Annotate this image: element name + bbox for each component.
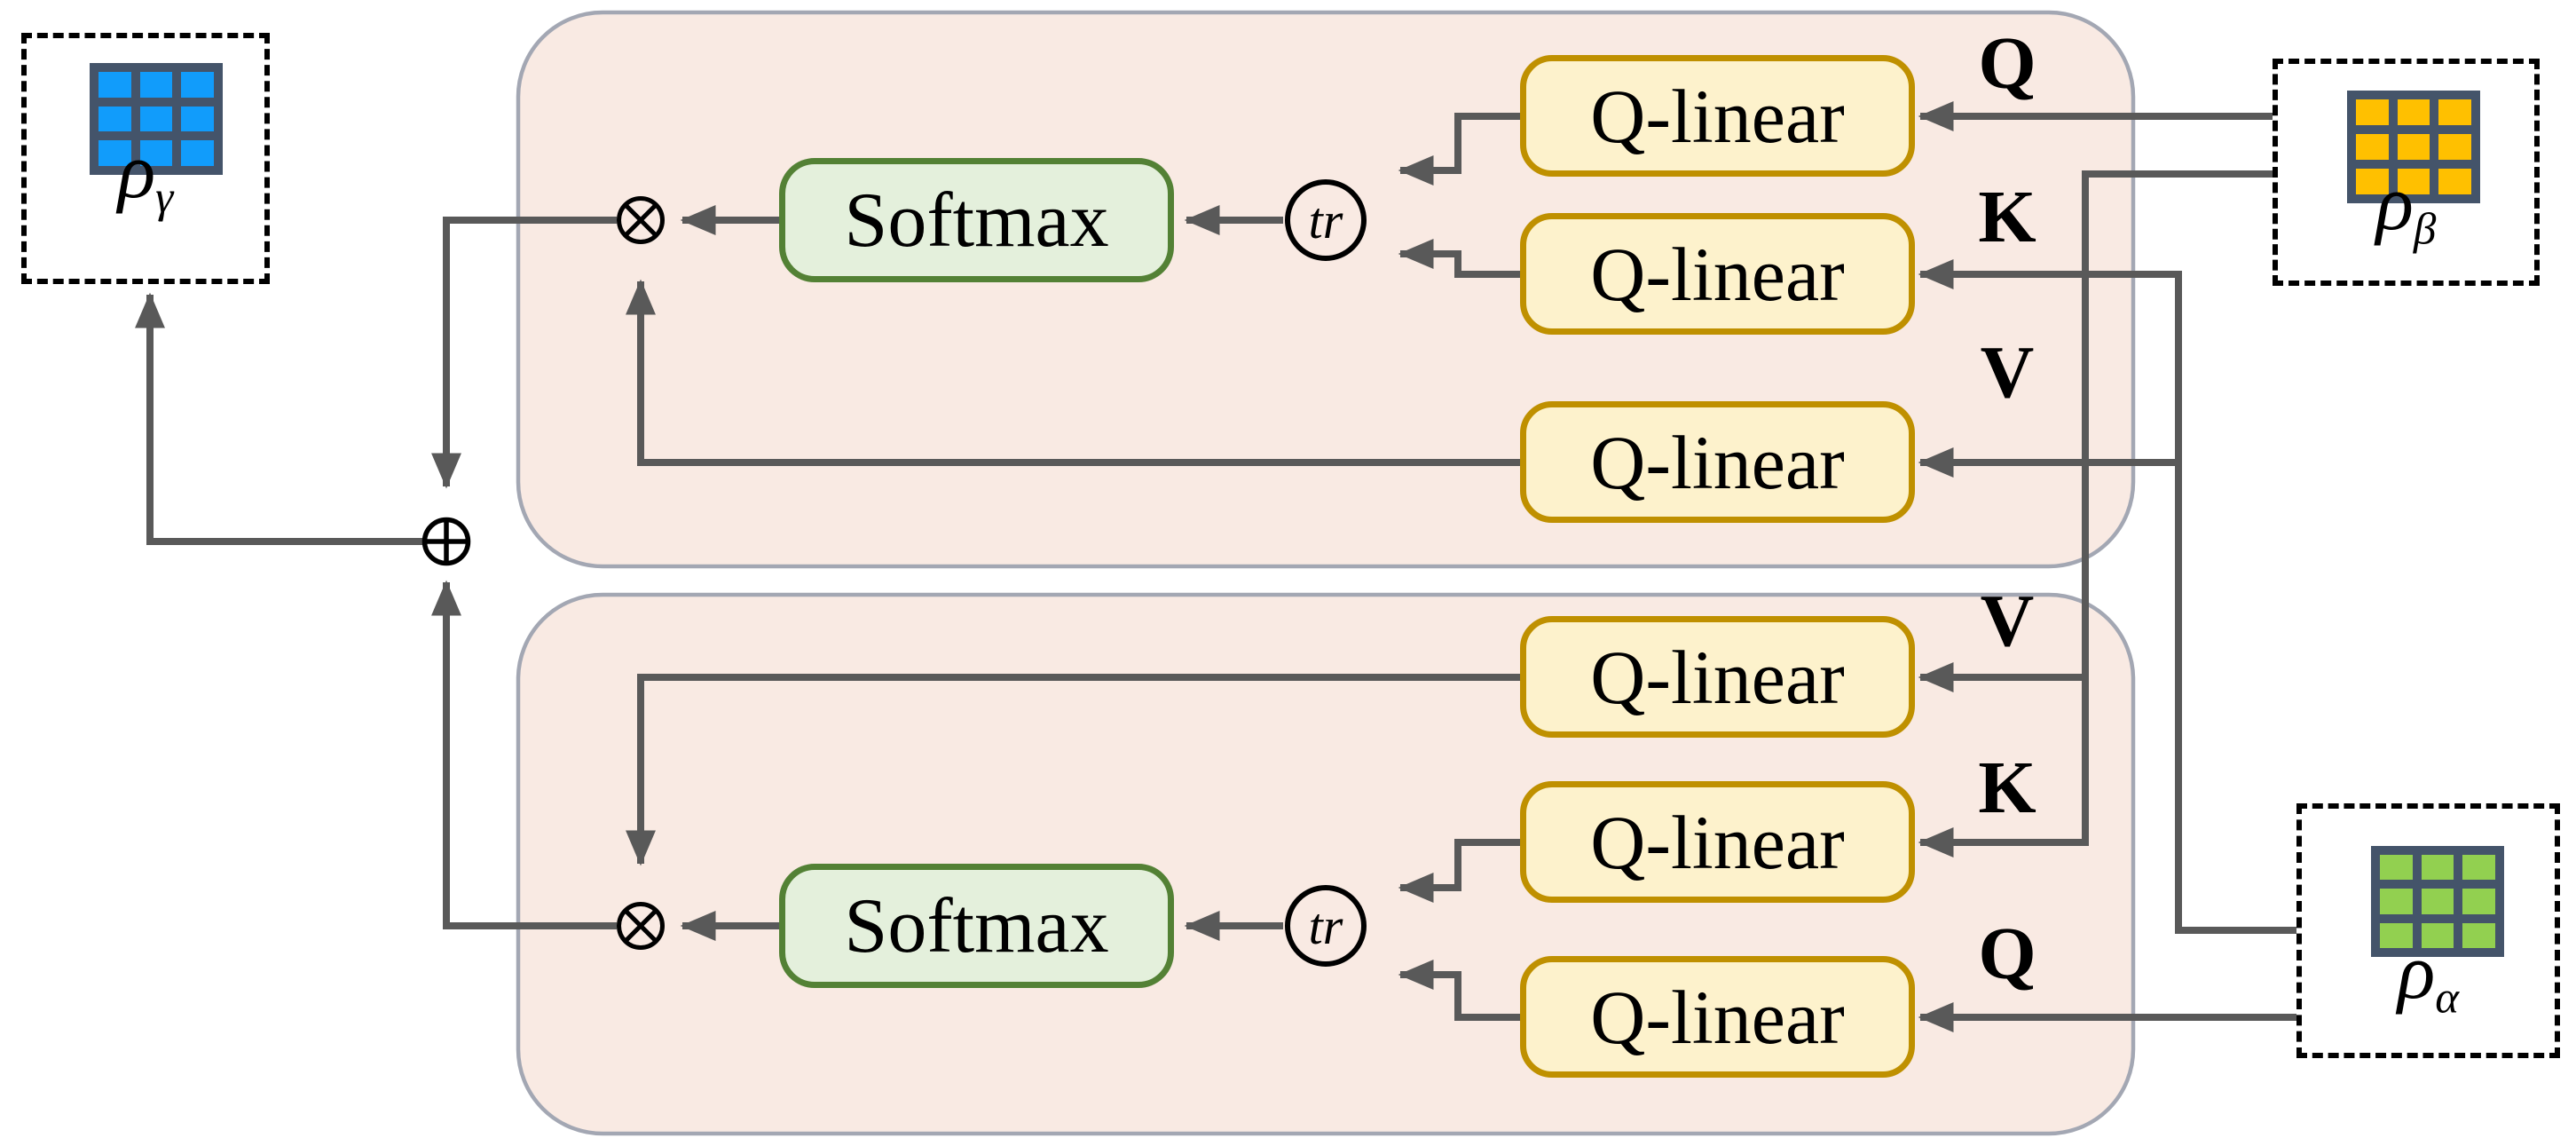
- top-qlinear-q-block: Q-linear: [1520, 55, 1915, 177]
- bottom-port-v-label: V: [1980, 580, 2035, 662]
- circled-plus-icon: [421, 517, 471, 566]
- wire-top-qlinear-q-to-trace: [1398, 113, 1520, 186]
- matrix-cell: [2380, 889, 2413, 914]
- wire-top-qlinear-v-to-multiply: [626, 279, 1520, 466]
- bottom-trace-circle: tr: [1285, 885, 1367, 967]
- top-qlinear-q-label: Q-linear: [1590, 73, 1845, 159]
- bottom-circled-times-icon: [616, 901, 666, 951]
- top-softmax-label: Softmax: [844, 177, 1109, 264]
- matrix-cell: [2397, 134, 2430, 160]
- top-port-q-label: Q: [1978, 22, 2036, 105]
- bottom-port-k-label: K: [1978, 747, 2036, 829]
- rho-gamma-box: ργ: [21, 33, 270, 284]
- top-qlinear-k-block: Q-linear: [1520, 213, 1915, 335]
- matrix-cell: [2421, 889, 2454, 914]
- matrix-cell: [2462, 855, 2495, 881]
- bottom-qlinear-k-label: Q-linear: [1590, 799, 1845, 885]
- matrix-cell: [98, 106, 131, 132]
- matrix-cell: [139, 72, 173, 98]
- matrix-cell: [181, 72, 214, 98]
- rho-alpha-symbol: ρ: [2397, 929, 2436, 1016]
- bottom-qlinear-v-block: Q-linear: [1520, 616, 1915, 738]
- wire-beta-to-bottom-k: [1918, 170, 2273, 858]
- matrix-cell: [2397, 169, 2430, 194]
- matrix-cell: [2438, 99, 2471, 125]
- rho-gamma-subscript: γ: [155, 172, 174, 222]
- rho-gamma-label: ργ: [27, 128, 264, 241]
- wire-alpha-to-top-k: [1918, 259, 2296, 934]
- top-circled-times-icon: [616, 195, 666, 245]
- matrix-cell: [2438, 169, 2471, 194]
- top-qlinear-v-block: Q-linear: [1520, 401, 1915, 523]
- top-softmax-block: Softmax: [779, 158, 1174, 282]
- matrix-cell: [2462, 889, 2495, 914]
- rho-gamma-symbol: ρ: [117, 128, 156, 215]
- rho-beta-label: ρβ: [2278, 160, 2534, 273]
- rho-alpha-label: ρα: [2302, 929, 2555, 1042]
- bottom-qlinear-k-block: Q-linear: [1520, 781, 1915, 903]
- rho-gamma-matrix-icon: [90, 63, 223, 175]
- wire-bottom-multiply-to-add: [431, 580, 617, 929]
- matrix-cell: [2421, 855, 2454, 881]
- wire-bottom-qlinear-k-to-trace: [1398, 839, 1520, 903]
- matrix-cell: [181, 106, 214, 132]
- matrix-cell: [2380, 922, 2413, 948]
- top-port-k-label: K: [1978, 176, 2036, 258]
- matrix-cell: [139, 106, 173, 132]
- wire-top-qlinear-k-to-trace: [1398, 239, 1520, 278]
- top-trace-label: tr: [1308, 191, 1343, 249]
- wire-top-multiply-to-add: [431, 217, 617, 489]
- bottom-qlinear-q-label: Q-linear: [1590, 974, 1845, 1060]
- rho-alpha-matrix-icon: [2371, 846, 2504, 957]
- rho-beta-subscript: β: [2413, 204, 2437, 254]
- rho-alpha-box: ρα: [2296, 803, 2560, 1058]
- bottom-softmax-label: Softmax: [844, 882, 1109, 969]
- matrix-cell: [98, 72, 131, 98]
- wire-bottom-qlinear-q-to-trace: [1398, 960, 1520, 1021]
- matrix-cell: [2356, 99, 2389, 125]
- bottom-trace-label: tr: [1308, 897, 1343, 955]
- matrix-cell: [2397, 99, 2430, 125]
- bottom-port-q-label: Q: [1978, 913, 2036, 995]
- matrix-cell: [2438, 134, 2471, 160]
- top-qlinear-v-label: Q-linear: [1590, 419, 1845, 505]
- rho-beta-box: ρβ: [2273, 59, 2540, 286]
- top-port-v-label: V: [1980, 331, 2035, 414]
- matrix-cell: [181, 140, 214, 166]
- wire-add-to-gamma: [135, 292, 423, 545]
- bottom-qlinear-v-label: Q-linear: [1590, 634, 1845, 720]
- matrix-cell: [2421, 922, 2454, 948]
- matrix-cell: [98, 140, 131, 166]
- matrix-cell: [2356, 169, 2389, 194]
- matrix-cell: [2462, 922, 2495, 948]
- top-qlinear-k-label: Q-linear: [1590, 231, 1845, 317]
- matrix-cell: [2380, 855, 2413, 881]
- matrix-cell: [139, 140, 173, 166]
- bottom-qlinear-q-block: Q-linear: [1520, 956, 1915, 1078]
- rho-beta-symbol: ρ: [2375, 160, 2414, 247]
- rho-beta-matrix-icon: [2347, 91, 2480, 203]
- wire-bottom-qlinear-v-to-multiply: [626, 674, 1520, 866]
- top-trace-circle: tr: [1285, 179, 1367, 261]
- bottom-softmax-block: Softmax: [779, 864, 1174, 988]
- rho-alpha-subscript: α: [2435, 973, 2460, 1023]
- matrix-cell: [2356, 134, 2389, 160]
